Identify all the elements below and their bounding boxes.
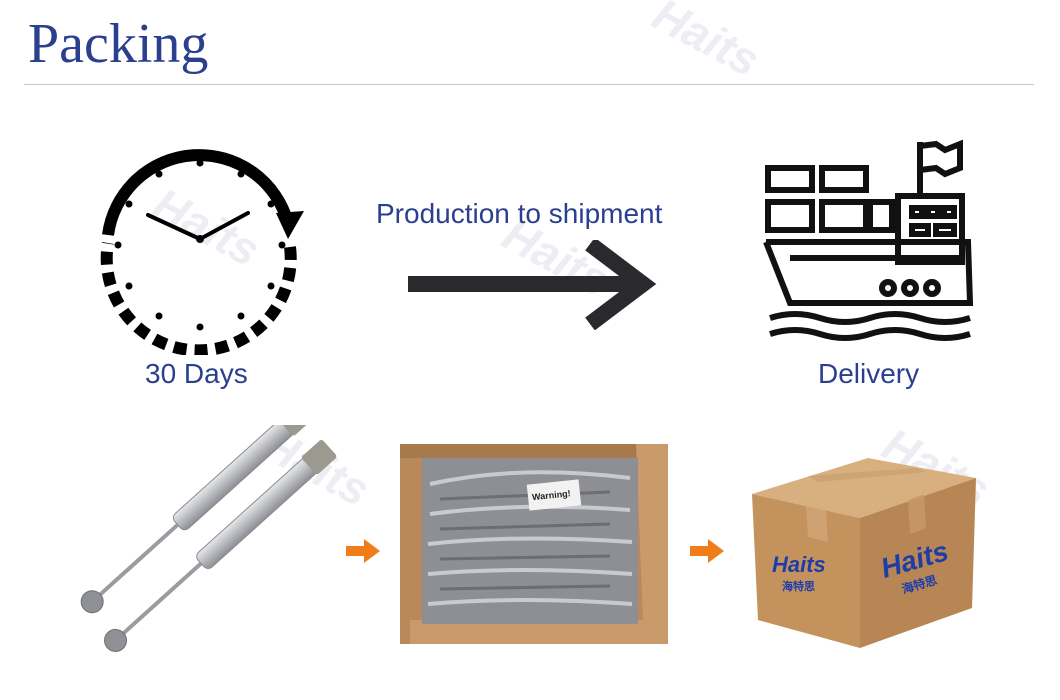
transition-label: Production to shipment — [376, 198, 663, 229]
page-title: Packing — [28, 13, 209, 75]
arrow-right-icon — [408, 240, 657, 330]
watermark: Haits — [644, 0, 769, 87]
small-arrow-icon — [346, 539, 380, 563]
svg-text:海特思: 海特思 — [782, 579, 815, 593]
open-box-photo: Warning! — [400, 444, 668, 644]
warning-label: Warning! — [532, 488, 572, 502]
duration-label: 30 Days — [145, 358, 248, 389]
delivery-label: Delivery — [818, 358, 920, 389]
cargo-ship-icon — [763, 139, 974, 341]
small-arrow-icon — [690, 539, 724, 563]
svg-text:Haits: Haits — [772, 552, 826, 577]
gas-spring-image — [80, 425, 337, 652]
brand-logo: Haits 海特思 — [772, 552, 826, 593]
shipping-box-photo: Haits 海特思 Haits 海特思 — [752, 458, 976, 648]
title-divider — [24, 84, 1034, 85]
clock-icon — [100, 149, 304, 355]
